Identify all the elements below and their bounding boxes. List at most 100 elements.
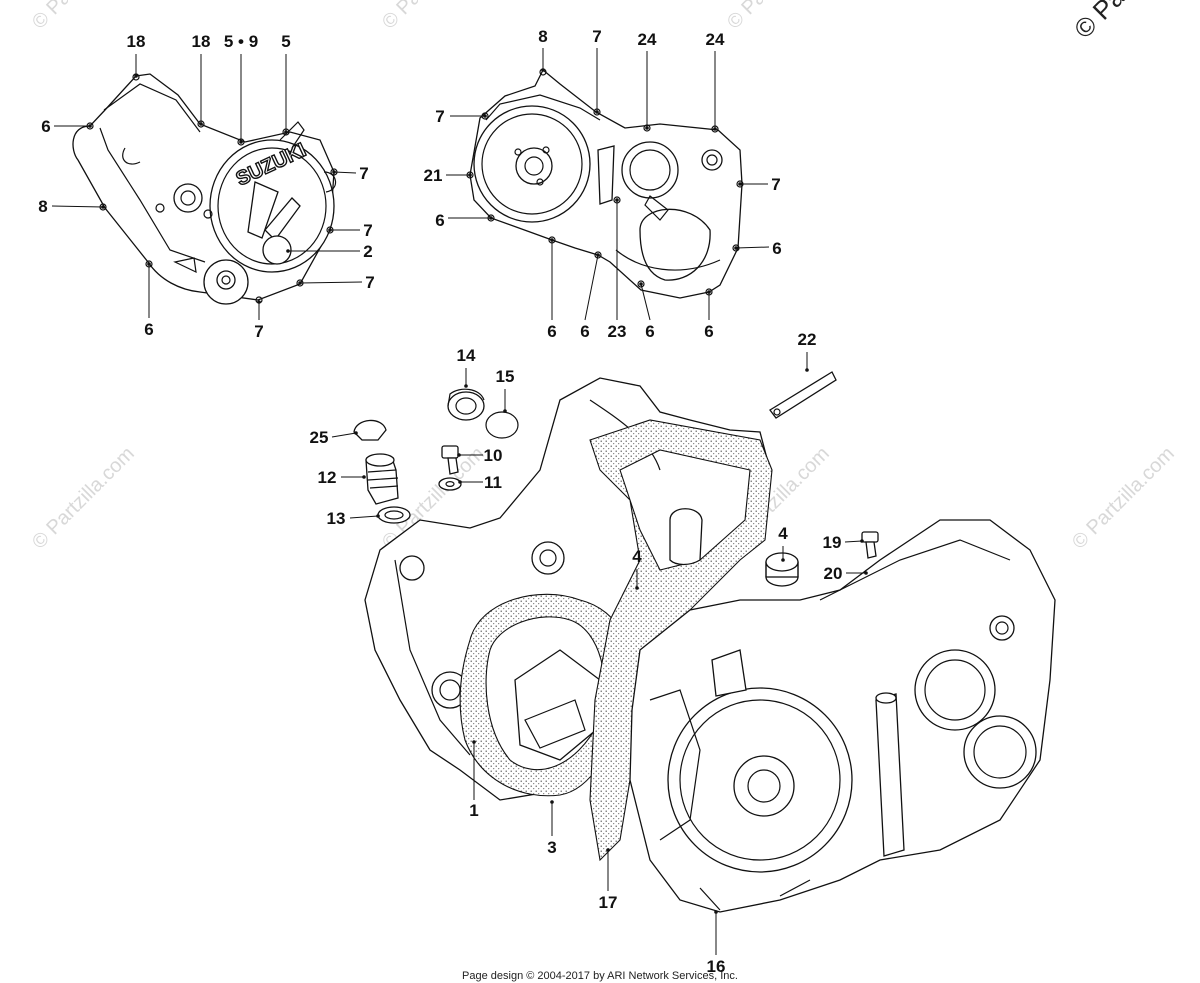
callout-label: 20: [824, 564, 843, 583]
callout-leader-line: [640, 283, 651, 321]
partzilla-watermark: © Partzilla.com: [1068, 443, 1179, 554]
callout-label: 6: [645, 322, 654, 341]
copyright-footer: Page design © 2004-2017 by ARI Network S…: [462, 970, 738, 982]
callout-leader-tip: [354, 431, 358, 435]
callout-label: 24: [706, 30, 725, 49]
callout-leader-tip: [332, 170, 336, 174]
callout-leader-line: [735, 246, 770, 249]
callout-leader-tip: [328, 228, 332, 232]
callout-leader-tip: [713, 127, 717, 131]
callout-label: 21: [424, 166, 443, 185]
partzilla-watermark: © Partzilla.com: [378, 0, 489, 34]
o-ring-part-15: [485, 411, 519, 439]
callout-leader-line: [844, 540, 863, 543]
callout-leader-tip: [464, 384, 468, 388]
callout-leader-tip: [134, 74, 138, 78]
callout-leader-tip: [707, 290, 711, 294]
callout-leader-tip: [550, 238, 554, 242]
washer-part-13: [377, 506, 411, 524]
callout-leader-tip: [483, 114, 487, 118]
clutch-cover-part: SUZUKI: [72, 73, 338, 305]
callout-leader-tip: [550, 800, 554, 804]
callout-label: 18: [192, 32, 211, 51]
fitting-part-12: [365, 453, 399, 505]
callout-leader-tip: [645, 126, 649, 130]
callout-label: 19: [823, 533, 842, 552]
bolt-part-19: [861, 531, 879, 559]
callout-label: 6: [41, 117, 50, 136]
partzilla-watermark: © Partzilla.com: [28, 443, 139, 554]
callout-label: 18: [127, 32, 146, 51]
callout-label: 13: [327, 509, 346, 528]
callout-leader-tip: [199, 122, 203, 126]
callout-leader-tip: [805, 368, 809, 372]
callout-label: 7: [771, 175, 780, 194]
partzilla-watermark: © Partzilla.com: [723, 0, 834, 34]
callout-label: 6: [772, 239, 781, 258]
callout-label: 1: [469, 801, 478, 820]
callout-label: 8: [538, 27, 547, 46]
dowel-pin-part-4-right: [765, 552, 799, 587]
callout-label: 5: [281, 32, 290, 51]
callout-leader-tip: [298, 281, 302, 285]
callout-label: 7: [359, 164, 368, 183]
callout-leader-tip: [734, 246, 738, 250]
callout-leader-tip: [714, 910, 718, 914]
copyright-corner-watermark: © Pa: [1068, 0, 1131, 44]
callout-leader-line: [331, 432, 357, 438]
callout-leader-tip: [468, 173, 472, 177]
callout-label: 8: [38, 197, 47, 216]
callout-leader-line: [51, 205, 104, 208]
callout-leader-line: [333, 171, 357, 174]
callout-leader-tip: [88, 124, 92, 128]
callout-leader-tip: [286, 249, 290, 253]
callout-leader-tip: [362, 475, 366, 479]
callout-leader-tip: [257, 300, 261, 304]
callout-label: 4: [632, 547, 642, 566]
oil-seal-part-14: [447, 388, 485, 421]
callout-leader-tip: [376, 514, 380, 518]
callout-leader-tip: [860, 539, 864, 543]
callout-leader-tip: [101, 205, 105, 209]
callout-leader-line: [349, 515, 379, 519]
callout-leader-tip: [284, 130, 288, 134]
callout-leader-tip: [595, 110, 599, 114]
callout-leader-line: [584, 254, 599, 321]
plug-part-25: [353, 419, 387, 441]
callout-label: 11: [484, 473, 502, 492]
callout-leader-tip: [458, 480, 462, 484]
callout-label: 17: [599, 893, 618, 912]
callout-label: 14: [457, 346, 476, 365]
callout-leader-tip: [738, 182, 742, 186]
callout-label: 6: [435, 211, 444, 230]
crankcase-right-half-part-16: [629, 519, 1056, 913]
callout-leader-tip: [239, 140, 243, 144]
callout-leader-line: [299, 281, 363, 284]
callout-label: 24: [638, 30, 657, 49]
strap-part-22: [769, 371, 837, 419]
bolt-part-10: [441, 445, 459, 475]
callout-label: 5 • 9: [224, 32, 258, 51]
callout-label: 12: [318, 468, 337, 487]
callout-label: 7: [363, 221, 372, 240]
callout-leader-tip: [596, 253, 600, 257]
callout-leader-tip: [147, 262, 151, 266]
callout-label: 3: [547, 838, 556, 857]
callout-label: 16: [707, 957, 726, 976]
callout-label: 7: [365, 273, 374, 292]
callout-leader-tip: [489, 216, 493, 220]
callout-leader-tip: [639, 282, 643, 286]
callout-leader-tip: [864, 571, 868, 575]
callout-label: 6: [144, 320, 153, 339]
callout-leader-tip: [635, 586, 639, 590]
callout-leader-tip: [503, 409, 507, 413]
callout-label: 22: [798, 330, 817, 349]
callout-leader-tip: [615, 198, 619, 202]
callout-leader-tip: [472, 740, 476, 744]
callout-leader-tip: [457, 453, 461, 457]
callout-label: 25: [310, 428, 329, 447]
callout-label: 6: [547, 322, 556, 341]
callout-label: 7: [592, 27, 601, 46]
